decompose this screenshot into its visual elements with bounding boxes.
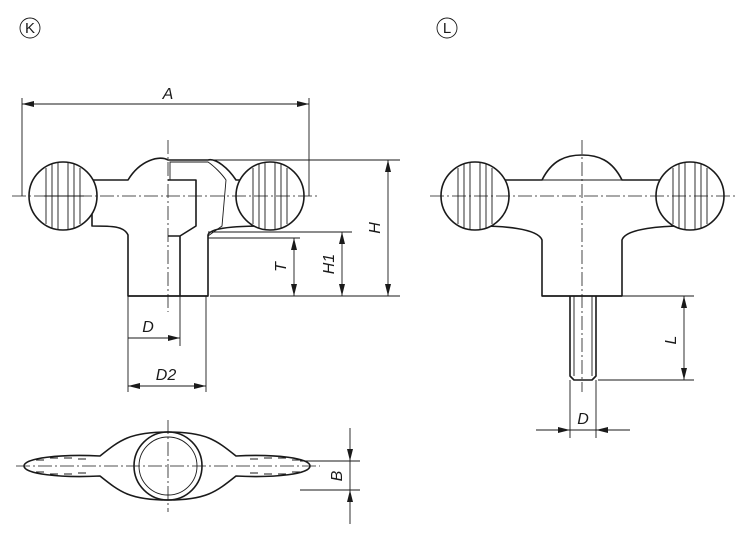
dim-t-label: T bbox=[273, 261, 290, 272]
dim-d: D bbox=[127, 296, 181, 392]
dim-a-label: A bbox=[162, 86, 174, 103]
dim-h-label: H bbox=[367, 222, 384, 234]
l-body-outline bbox=[479, 154, 685, 297]
dim-b-label: B bbox=[329, 470, 346, 481]
dim-h: H bbox=[210, 159, 400, 297]
l-front-view bbox=[430, 140, 736, 392]
variant-l-circle bbox=[436, 17, 458, 39]
dim-d-stud: D bbox=[536, 380, 630, 438]
dim-l: L bbox=[598, 295, 694, 381]
dim-l-label: L bbox=[663, 336, 680, 345]
variant-k-marker: K bbox=[19, 17, 41, 39]
l-stud bbox=[569, 296, 597, 381]
l-stud-thread-lines bbox=[573, 296, 593, 376]
variant-l-marker: L bbox=[436, 17, 458, 39]
k-top-left-ribs bbox=[36, 457, 86, 475]
k-front-view bbox=[12, 140, 318, 312]
dim-h1-label: H1 bbox=[321, 254, 338, 274]
variant-k-circle bbox=[19, 17, 41, 39]
k-top-right-ribs bbox=[250, 457, 300, 475]
dim-d-stud-label: D bbox=[577, 411, 589, 428]
dim-d-label: D bbox=[142, 319, 154, 336]
dim-d2-label: D2 bbox=[156, 367, 177, 384]
k-bore-outline bbox=[168, 179, 197, 296]
dim-h1: H1 bbox=[208, 231, 352, 296]
k-top-view bbox=[16, 420, 320, 512]
variant-l-label: L bbox=[443, 20, 451, 37]
k-section-hatch bbox=[169, 161, 227, 297]
dim-a: A bbox=[21, 86, 310, 196]
k-body-outline bbox=[91, 157, 271, 297]
dim-t: T bbox=[208, 237, 300, 296]
variant-k-label: K bbox=[25, 20, 35, 37]
dim-d2: D2 bbox=[128, 296, 207, 392]
dim-b: B bbox=[300, 428, 360, 524]
